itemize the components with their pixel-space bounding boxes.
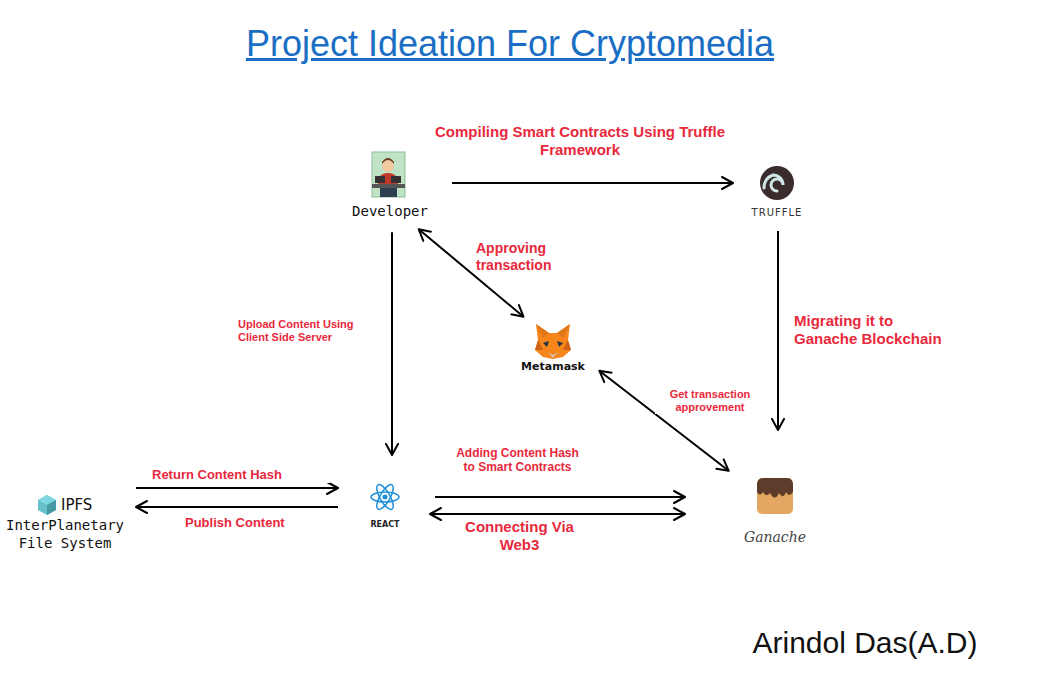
connector-arrow — [136, 487, 338, 489]
edge-label: Approving transaction — [474, 240, 574, 274]
ganache-node: Ganache — [735, 472, 815, 546]
react-node: REACT — [360, 475, 410, 530]
edge-label: Migrating it to Ganache Blockchain — [792, 312, 957, 348]
connector-arrow — [136, 506, 338, 508]
metamask-fox-icon — [535, 324, 571, 359]
edge-label: Adding Content Hash to Smart Contracts — [450, 446, 585, 475]
react-atom-icon — [371, 482, 399, 511]
node-label: InterPlanetary File System — [4, 516, 126, 552]
metamask-node: Metamask — [513, 318, 593, 374]
connector-arrow — [599, 371, 728, 471]
developer-icon — [372, 152, 405, 197]
node-label: Metamask — [513, 360, 593, 374]
connector-arrow — [430, 513, 685, 515]
edge-label: Return Content Hash — [150, 467, 330, 483]
edge-label: Get transaction approvement — [655, 388, 765, 414]
connector-arrow — [391, 232, 393, 455]
truffle-node: TRUFFLE — [737, 162, 817, 219]
node-label: TRUFFLE — [737, 206, 817, 219]
edge-label: Upload Content Using Client Side Server — [236, 318, 386, 344]
diagram-title: Project Ideation For Cryptomedia — [110, 22, 910, 65]
node-label: IPFS — [4, 496, 126, 516]
connector-arrow — [452, 182, 733, 184]
node-label: Ganache — [735, 528, 815, 546]
ganache-icon — [757, 478, 793, 514]
truffle-icon — [760, 166, 794, 200]
node-label: REACT — [360, 520, 410, 530]
node-label: Developer — [345, 202, 435, 220]
edge-label: Publish Content — [183, 515, 333, 531]
connector-arrow — [435, 496, 685, 498]
ipfs-node: IPFSInterPlanetary File System — [4, 480, 126, 552]
author-signature: Arindol Das(A.D) — [715, 625, 1015, 661]
ipfs-cube-icon — [38, 495, 56, 515]
edge-label: Connecting Via Web3 — [452, 518, 587, 554]
developer-node: Developer — [345, 150, 435, 220]
edge-label: Compiling Smart Contracts Using Truffle … — [430, 123, 730, 159]
connector-arrow — [777, 231, 779, 430]
